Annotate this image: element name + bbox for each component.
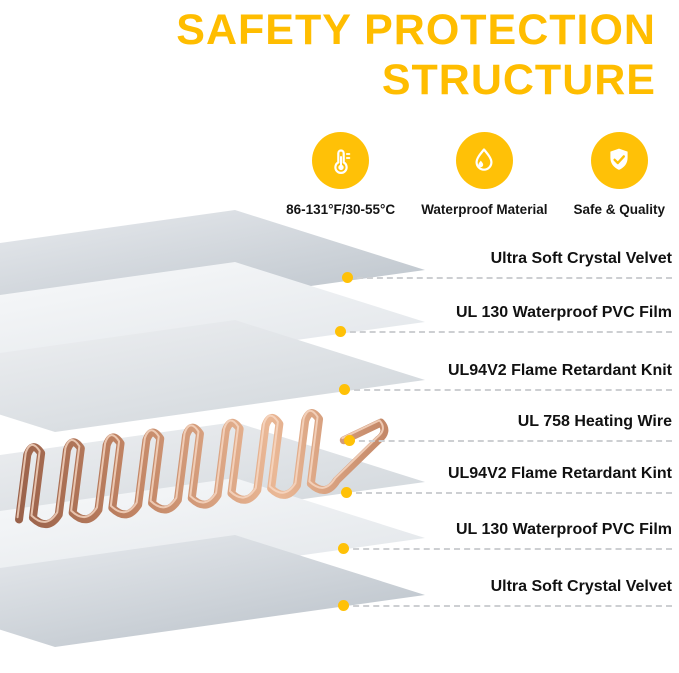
dashed-connector-7	[343, 605, 672, 607]
feature-waterproof-label: Waterproof Material	[421, 202, 548, 217]
feature-waterproof: Waterproof Material	[421, 132, 547, 217]
feature-safety: Safe & Quality	[573, 132, 665, 217]
sheet-flame-knit-top	[0, 320, 425, 432]
dashed-connector-3	[344, 389, 672, 391]
feature-list: 86-131°F/30-55°C Waterproof Material Saf…	[286, 132, 665, 217]
layer-label-3: UL94V2 Flame Retardant Knit	[447, 362, 672, 379]
heating-wire	[15, 409, 389, 529]
layer-callout-6: UL 130 Waterproof PVC Film	[0, 520, 672, 556]
feature-temperature-label: 86-131°F/30-55°C	[286, 202, 396, 217]
layer-callout-7: Ultra Soft Crystal Velvet	[0, 577, 672, 613]
layer-label-7: Ultra Soft Crystal Velvet	[490, 578, 672, 595]
layer-callout-3: UL94V2 Flame Retardant Knit	[0, 361, 672, 397]
connector-dot-2	[335, 326, 346, 337]
layer-callout-2: UL 130 Waterproof PVC Film	[0, 303, 672, 339]
page-title-line-2: STRUCTURE	[381, 55, 656, 104]
page-title-line-1: SAFETY PROTECTION	[176, 6, 656, 54]
heating-wire-highlight	[16, 409, 384, 523]
shield-check-icon	[590, 132, 648, 189]
layer-label-5: UL94V2 Flame Retardant Kint	[447, 465, 672, 482]
dashed-connector-1	[347, 277, 672, 279]
connector-dot-4	[344, 435, 355, 446]
page-title: SAFETY PROTECTION STRUCTURE	[176, 6, 656, 106]
dashed-connector-4	[349, 440, 672, 442]
layer-label-1: Ultra Soft Crystal Velvet	[490, 250, 672, 267]
layer-callout-4: UL 758 Heating Wire	[0, 412, 672, 448]
feature-temperature: 86-131°F/30-55°C	[286, 132, 395, 217]
connector-dot-3	[339, 384, 350, 395]
connector-dot-7	[338, 600, 349, 611]
sheet-velvet-bottom	[0, 535, 425, 647]
layer-callout-1: Ultra Soft Crystal Velvet	[0, 249, 672, 285]
waterproof-icon	[455, 132, 513, 189]
layer-label-4: UL 758 Heating Wire	[517, 413, 672, 430]
layer-callout-5: UL94V2 Flame Retardant Kint	[0, 464, 672, 500]
connector-dot-1	[342, 272, 353, 283]
feature-safety-label: Safe & Quality	[573, 202, 665, 217]
thermometer-icon	[312, 132, 370, 189]
dashed-connector-2	[340, 331, 672, 333]
layer-label-6: UL 130 Waterproof PVC Film	[455, 521, 672, 538]
dashed-connector-6	[343, 548, 672, 550]
connector-dot-6	[338, 543, 349, 554]
layer-label-2: UL 130 Waterproof PVC Film	[455, 304, 672, 321]
dashed-connector-5	[346, 492, 672, 494]
connector-dot-5	[341, 487, 352, 498]
